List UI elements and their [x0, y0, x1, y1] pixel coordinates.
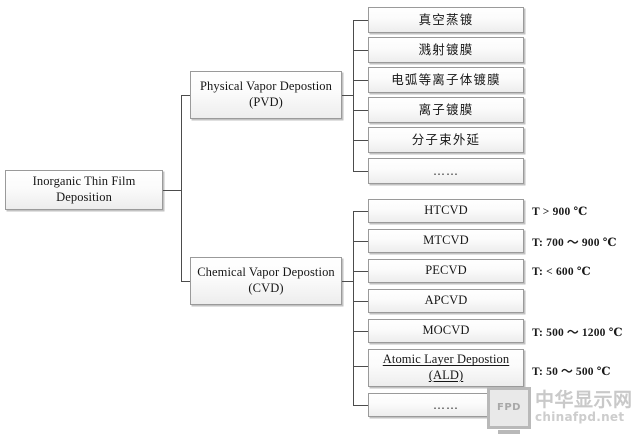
node-cvd-child-4-label: MOCVD	[422, 323, 470, 338]
connector-cvd-child-3	[353, 301, 368, 302]
node-cvd-child-5-label2: (ALD)	[428, 368, 464, 382]
node-cvd-child-1: MTCVD	[368, 229, 524, 253]
temp-label-htcvd: T > 900 ℃	[532, 206, 588, 218]
node-root-text: Inorganic Thin Film Deposition	[6, 174, 162, 205]
node-cvd-child-6-label: ……	[433, 397, 459, 412]
connector-cvd-child-1	[353, 241, 368, 242]
connector-root-bracket	[181, 95, 182, 281]
node-pvd-child-4: 分子束外延	[368, 127, 524, 153]
connector-pvd-child-2	[353, 80, 368, 81]
node-pvd-child-5-label: ……	[433, 163, 459, 178]
node-cvd-child-6: ……	[368, 393, 524, 417]
node-pvd-child-1-label: 溅射镀膜	[418, 42, 474, 58]
temp-label-mtcvd: T: 700 ～ 900 ℃	[532, 237, 617, 249]
connector-cvd-stub	[342, 281, 353, 282]
connector-root-to-cvd	[181, 281, 190, 282]
connector-cvd-child-2	[353, 271, 368, 272]
node-pvd-line1: Physical Vapor Depostion	[199, 79, 333, 94]
node-cvd-child-5: Atomic Layer Depostion (ALD)	[368, 349, 524, 387]
connector-root-stub	[163, 190, 181, 191]
connector-pvd-stub	[342, 95, 353, 96]
connector-pvd-child-0	[353, 20, 368, 21]
node-pvd-child-0-label: 真空蒸镀	[418, 12, 474, 28]
watermark-text: 中华显示网 chinafpd.net	[535, 388, 633, 424]
node-pvd-child-2-label: 电弧等离子体镀膜	[391, 72, 501, 88]
node-pvd-child-4-label: 分子束外延	[411, 132, 481, 148]
node-root-line1: Inorganic Thin Film	[32, 174, 136, 189]
connector-pvd-child-3	[353, 110, 368, 111]
node-cvd-child-5-text: Atomic Layer Depostion (ALD)	[369, 352, 523, 383]
connector-pvd-child-5	[353, 171, 368, 172]
node-cvd-line1: Chemical Vapor Depostion	[197, 265, 335, 280]
temp-label-mocvd: T: 500 ～ 1200 ℃	[532, 327, 623, 339]
connector-cvd-child-6	[353, 405, 368, 406]
connector-root-to-pvd	[181, 95, 190, 96]
connector-cvd-child-5	[353, 366, 368, 367]
node-cvd-child-0-label: HTCVD	[424, 203, 468, 218]
node-root: Inorganic Thin Film Deposition	[5, 170, 163, 210]
node-pvd-child-2: 电弧等离子体镀膜	[368, 67, 524, 93]
node-pvd-line2: (PVD)	[249, 95, 283, 109]
node-root-line2: Deposition	[56, 190, 112, 204]
connector-cvd-child-0	[353, 211, 368, 212]
connector-cvd-child-4	[353, 331, 368, 332]
temp-label-pecvd: T: < 600 ℃	[532, 266, 591, 278]
node-cvd-text: Chemical Vapor Depostion (CVD)	[191, 265, 341, 296]
node-pvd-child-5: ……	[368, 158, 524, 184]
node-cvd-line2: (CVD)	[248, 281, 284, 295]
watermark-site-url: chinafpd.net	[535, 409, 625, 424]
node-cvd-child-5-label: Atomic Layer Depostion	[382, 352, 510, 367]
watermark-site-name: 中华显示网	[535, 388, 633, 411]
temp-label-ald: T: 50 ～ 500 ℃	[532, 366, 611, 378]
connector-pvd-child-4	[353, 140, 368, 141]
connector-cvd-bracket	[353, 211, 354, 405]
node-cvd-child-2: PECVD	[368, 259, 524, 283]
connector-pvd-bracket	[353, 20, 354, 171]
node-cvd-child-0: HTCVD	[368, 199, 524, 223]
node-cvd: Chemical Vapor Depostion (CVD)	[190, 257, 342, 305]
node-pvd-child-0: 真空蒸镀	[368, 7, 524, 33]
node-pvd-text: Physical Vapor Depostion (PVD)	[191, 79, 341, 110]
node-pvd-child-3-label: 离子镀膜	[418, 102, 474, 118]
node-cvd-child-3-label: APCVD	[424, 293, 468, 308]
node-pvd-child-3: 离子镀膜	[368, 97, 524, 123]
node-cvd-child-4: MOCVD	[368, 319, 524, 343]
node-cvd-child-2-label: PECVD	[425, 263, 467, 278]
connector-pvd-child-1	[353, 50, 368, 51]
node-cvd-child-3: APCVD	[368, 289, 524, 313]
node-pvd-child-1: 溅射镀膜	[368, 37, 524, 63]
node-cvd-child-1-label: MTCVD	[423, 233, 469, 248]
node-pvd: Physical Vapor Depostion (PVD)	[190, 71, 342, 119]
